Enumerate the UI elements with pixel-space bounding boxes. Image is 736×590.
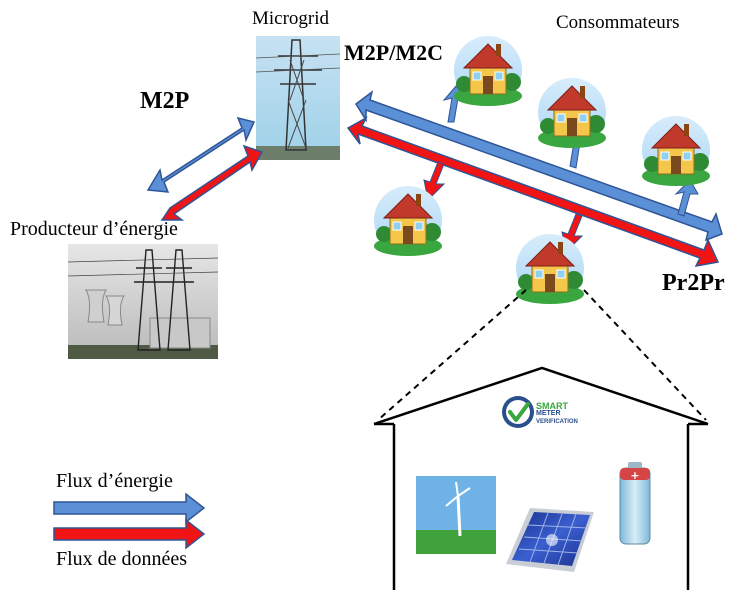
house-outline xyxy=(373,366,709,590)
microgrid-pylon-image xyxy=(255,36,341,160)
energy-bus-arrow xyxy=(354,90,723,242)
consumer-house-3 xyxy=(641,115,711,187)
legend-energy-arrow xyxy=(53,492,206,524)
solar-panel-image xyxy=(506,508,594,572)
battery-image: + xyxy=(619,462,651,545)
m2p-energy-arrow xyxy=(146,116,256,193)
consumer-house-1 xyxy=(453,35,523,107)
producer-label: Producteur d’énergie xyxy=(10,218,178,240)
power-plant-image xyxy=(67,244,219,359)
data-bus-arrow xyxy=(346,116,720,268)
pr2pr-label: Pr2Pr xyxy=(662,270,725,296)
microgrid-label: Microgrid xyxy=(252,8,330,29)
zoom-lines xyxy=(377,289,707,421)
svg-text:+: + xyxy=(630,469,639,482)
smart-meter-line2: METER xyxy=(536,410,561,417)
smart-meter-logo xyxy=(502,396,534,428)
consumer-house-5 xyxy=(515,233,585,305)
smart-meter-text: SMART METER VERIFICATION xyxy=(536,402,578,426)
wind-turbine-image xyxy=(416,476,496,554)
m2p-label: M2P xyxy=(140,88,190,114)
legend-energy-label: Flux d’énergie xyxy=(56,470,173,492)
branch-arrows xyxy=(423,85,699,254)
consumer-house-2 xyxy=(537,77,607,149)
legend-data-label: Flux de données xyxy=(56,548,188,570)
m2p-m2c-label: M2P/M2C xyxy=(344,40,443,65)
smart-meter-line3: VERIFICATION xyxy=(536,419,578,425)
smart-meter-line1: SMART xyxy=(536,401,568,411)
legend-data-arrow xyxy=(53,518,206,550)
consumer-house-4 xyxy=(373,185,443,257)
m2p-data-arrow xyxy=(160,144,264,221)
consumers-label: Consommateurs xyxy=(556,12,680,33)
